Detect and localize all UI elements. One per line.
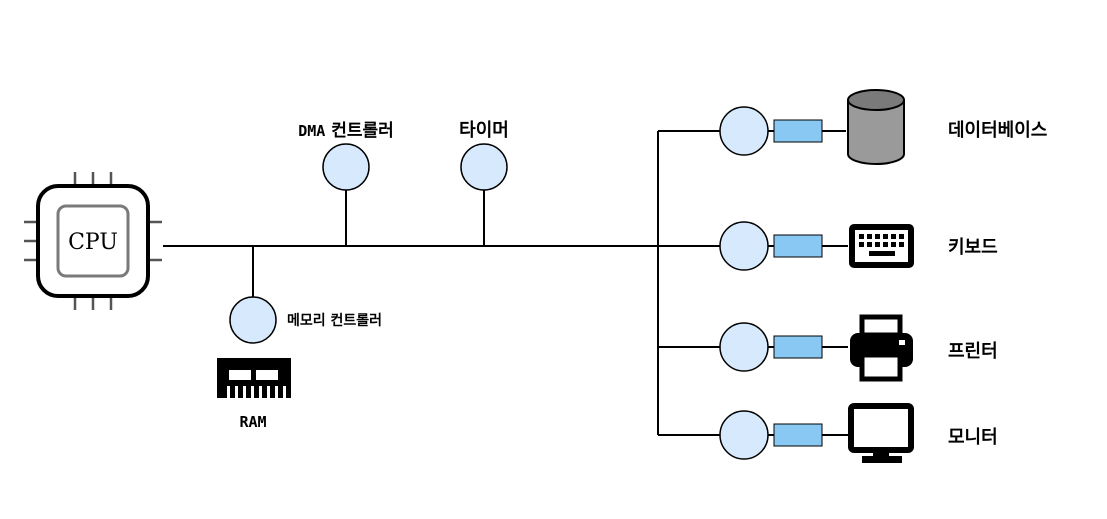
keyboard-label: 키보드	[948, 237, 998, 258]
timer-node-circle	[460, 143, 508, 191]
dma-label-rest: 컨트롤러	[325, 121, 393, 141]
device-row-database: 데이터베이스	[719, 89, 1047, 165]
device-row-monitor: 모니터	[719, 403, 998, 463]
printer-icon	[850, 314, 913, 382]
dma-controller-node: DMA 컨트롤러	[298, 121, 394, 191]
dma-label-prefix: DMA	[298, 122, 325, 140]
bus-lines	[163, 130, 720, 436]
database-node-circle	[719, 106, 769, 156]
cpu-inner-die	[56, 204, 130, 278]
printer-label: 프린터	[948, 341, 998, 362]
keyboard-icon	[849, 224, 914, 268]
cpu-chip: CPU	[24, 172, 162, 310]
dma-controller-label: DMA 컨트롤러	[298, 121, 394, 141]
cpu-pins	[24, 172, 162, 310]
device-row-printer: 프린터	[719, 314, 998, 382]
monitor-icon	[848, 403, 914, 463]
monitor-adapter	[773, 423, 823, 447]
ram-icon	[217, 358, 291, 398]
ram-label: RAM	[239, 413, 266, 431]
device-row-keyboard: 키보드	[719, 221, 998, 271]
database-adapter	[773, 119, 823, 143]
monitor-node-circle	[719, 410, 769, 460]
ram-module: RAM	[217, 358, 291, 431]
timer-label: 타이머	[459, 120, 509, 141]
cpu-label: CPU	[68, 230, 118, 255]
dma-node-circle	[322, 143, 370, 191]
keyboard-adapter	[773, 234, 823, 258]
memory-node-circle	[229, 296, 277, 344]
database-icon	[847, 89, 905, 165]
printer-node-circle	[719, 322, 769, 372]
memory-controller-label: 메모리 컨트롤러	[287, 312, 382, 329]
timer-node: 타이머	[459, 120, 509, 191]
memory-controller-node: 메모리 컨트롤러	[229, 296, 382, 344]
monitor-label: 모니터	[948, 427, 998, 448]
database-label: 데이터베이스	[948, 120, 1047, 141]
keyboard-node-circle	[719, 221, 769, 271]
printer-adapter	[773, 335, 823, 359]
